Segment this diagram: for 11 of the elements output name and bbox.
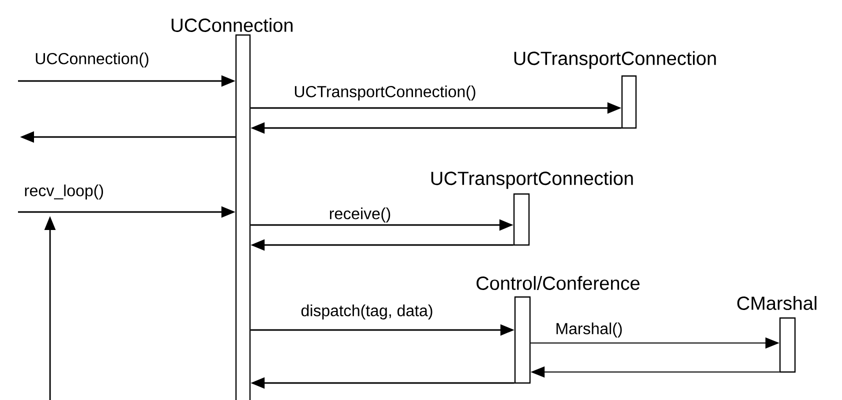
message-label: UCConnection() bbox=[34, 52, 150, 68]
message-label: dispatch(tag, data) bbox=[300, 304, 434, 320]
lifeline-heading: UCConnection bbox=[172, 18, 293, 32]
lifeline-heading: CMarshal bbox=[737, 296, 816, 310]
message-label: recv_loop() bbox=[23, 184, 106, 200]
lifeline-heading: UCTransportConnection bbox=[514, 51, 716, 69]
message-label: receive() bbox=[328, 206, 392, 224]
lifeline-heading: Control/Conference bbox=[476, 276, 640, 290]
message-label: Marshal() bbox=[554, 322, 624, 338]
lifeline-heading: UCTransportConnection bbox=[431, 171, 633, 189]
message-label: UCTransportConnection() bbox=[292, 84, 478, 102]
